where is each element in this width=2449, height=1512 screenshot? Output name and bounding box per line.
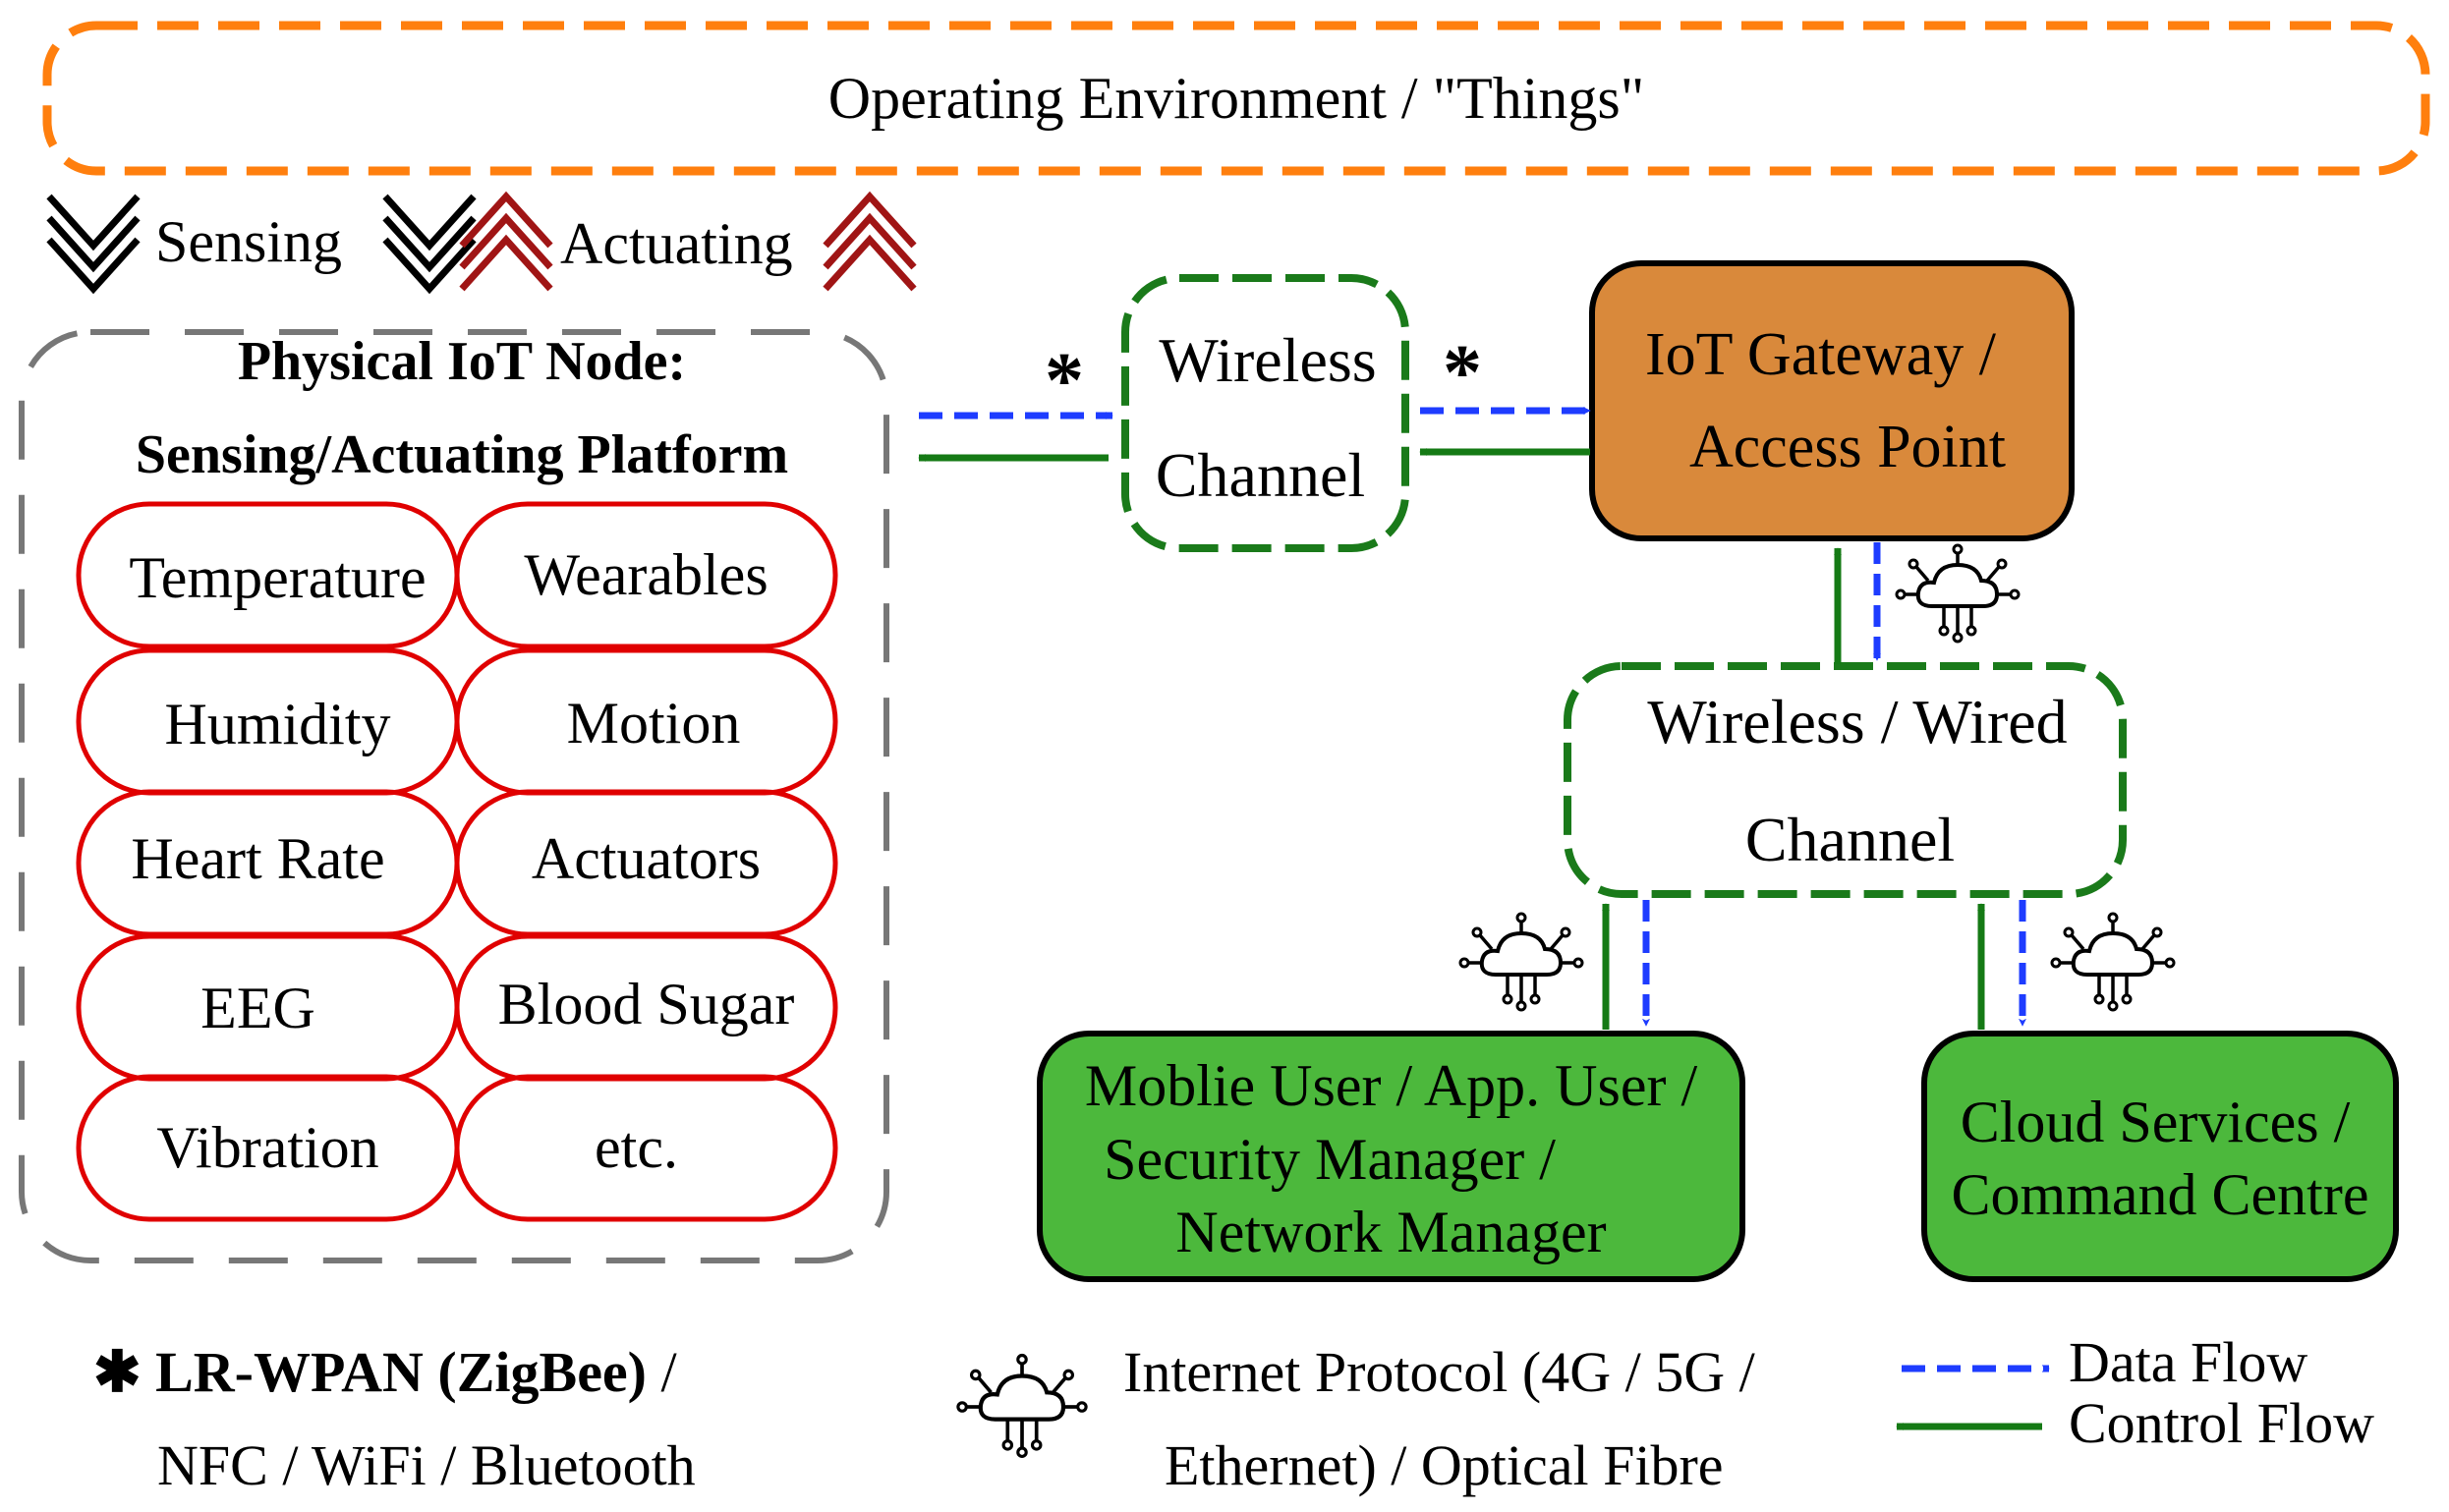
chevron-up-icon [823, 191, 917, 292]
operating-environment-title: Operating Environment / "Things" [827, 66, 1645, 131]
wpan-legend-line1: ✱ LR-WPAN (ZigBee) / [93, 1344, 677, 1401]
asterisk-marker: * [1045, 338, 1084, 424]
wireless-channel-label-line2: Channel [1155, 440, 1366, 510]
control-flow-legend-label: Control Flow [2069, 1391, 2374, 1455]
ip-legend-line2: Ethernet) / Optical Fibre [1165, 1433, 1724, 1497]
asterisk-icon: ✱ [93, 1340, 142, 1404]
iot-gateway-box [1589, 260, 2075, 541]
users-box [1037, 1031, 1745, 1282]
iot-cloud-icon [1458, 912, 1584, 1012]
wpan-bold-label: LR-WPAN (ZigBee) [155, 1340, 647, 1404]
chevron-down-icon [46, 194, 141, 295]
sensor-wearables-capsule [454, 501, 838, 649]
sensor-label: Humidity [164, 692, 391, 756]
wpan-legend-line2: NFC / WiFi / Bluetooth [157, 1433, 696, 1497]
operating-environment-box [42, 21, 2430, 176]
ip-legend-line1: Internet Protocol (4G / 5G / [1123, 1340, 1755, 1404]
node-title-line1: Physical IoT Node: [237, 331, 687, 392]
node-title-line2: Sensing/Actuating Platform [135, 424, 789, 485]
users-label-line1: Moblie User / App. User / [1084, 1053, 1698, 1118]
wireless-channel-box [1121, 274, 1409, 552]
sensor-label: Temperature [129, 545, 427, 610]
wpan-slash: / [647, 1340, 677, 1404]
iot-cloud-icon [1895, 543, 2021, 644]
wired-channel-box [1564, 662, 2127, 898]
sensor-label: Motion [566, 691, 741, 756]
data-flow-legend-label: Data Flow [2069, 1330, 2308, 1394]
cloud-services-box [1921, 1031, 2399, 1282]
sensor-label: Heart Rate [131, 826, 385, 891]
cloud-label-line2: Command Centre [1951, 1162, 2369, 1227]
chevron-up-icon [459, 191, 553, 292]
cloud-label-line1: Cloud Services / [1960, 1090, 2351, 1154]
sensor-label: Wearables [524, 542, 769, 607]
sensor-label: Vibration [156, 1115, 379, 1180]
sensing-label: Sensing [155, 209, 343, 274]
gateway-label-line2: Access Point [1688, 414, 2007, 480]
wired-channel-label-line2: Channel [1744, 805, 1956, 874]
wireless-channel-label-line1: Wireless [1159, 325, 1377, 395]
gateway-label-line1: IoT Gateway / [1645, 321, 1996, 388]
wired-channel-label-line1: Wireless / Wired [1647, 687, 2068, 756]
sensor-label: EEG [200, 976, 315, 1040]
chevron-down-icon [382, 194, 477, 295]
sensor-etc-capsule [454, 1074, 838, 1222]
users-label-line2: Security Manager / [1104, 1127, 1556, 1192]
physical-iot-node-box [19, 329, 889, 1263]
actuating-label: Actuating [560, 211, 793, 276]
sensor-label: Actuators [531, 826, 762, 891]
iot-cloud-icon [958, 1356, 1086, 1457]
asterisk-marker: * [1443, 330, 1482, 417]
iot-cloud-icon [2050, 912, 2176, 1012]
users-label-line3: Network Manager [1175, 1200, 1607, 1264]
sensor-label: etc. [595, 1115, 678, 1180]
sensor-label: Blood Sugar [497, 972, 795, 1036]
